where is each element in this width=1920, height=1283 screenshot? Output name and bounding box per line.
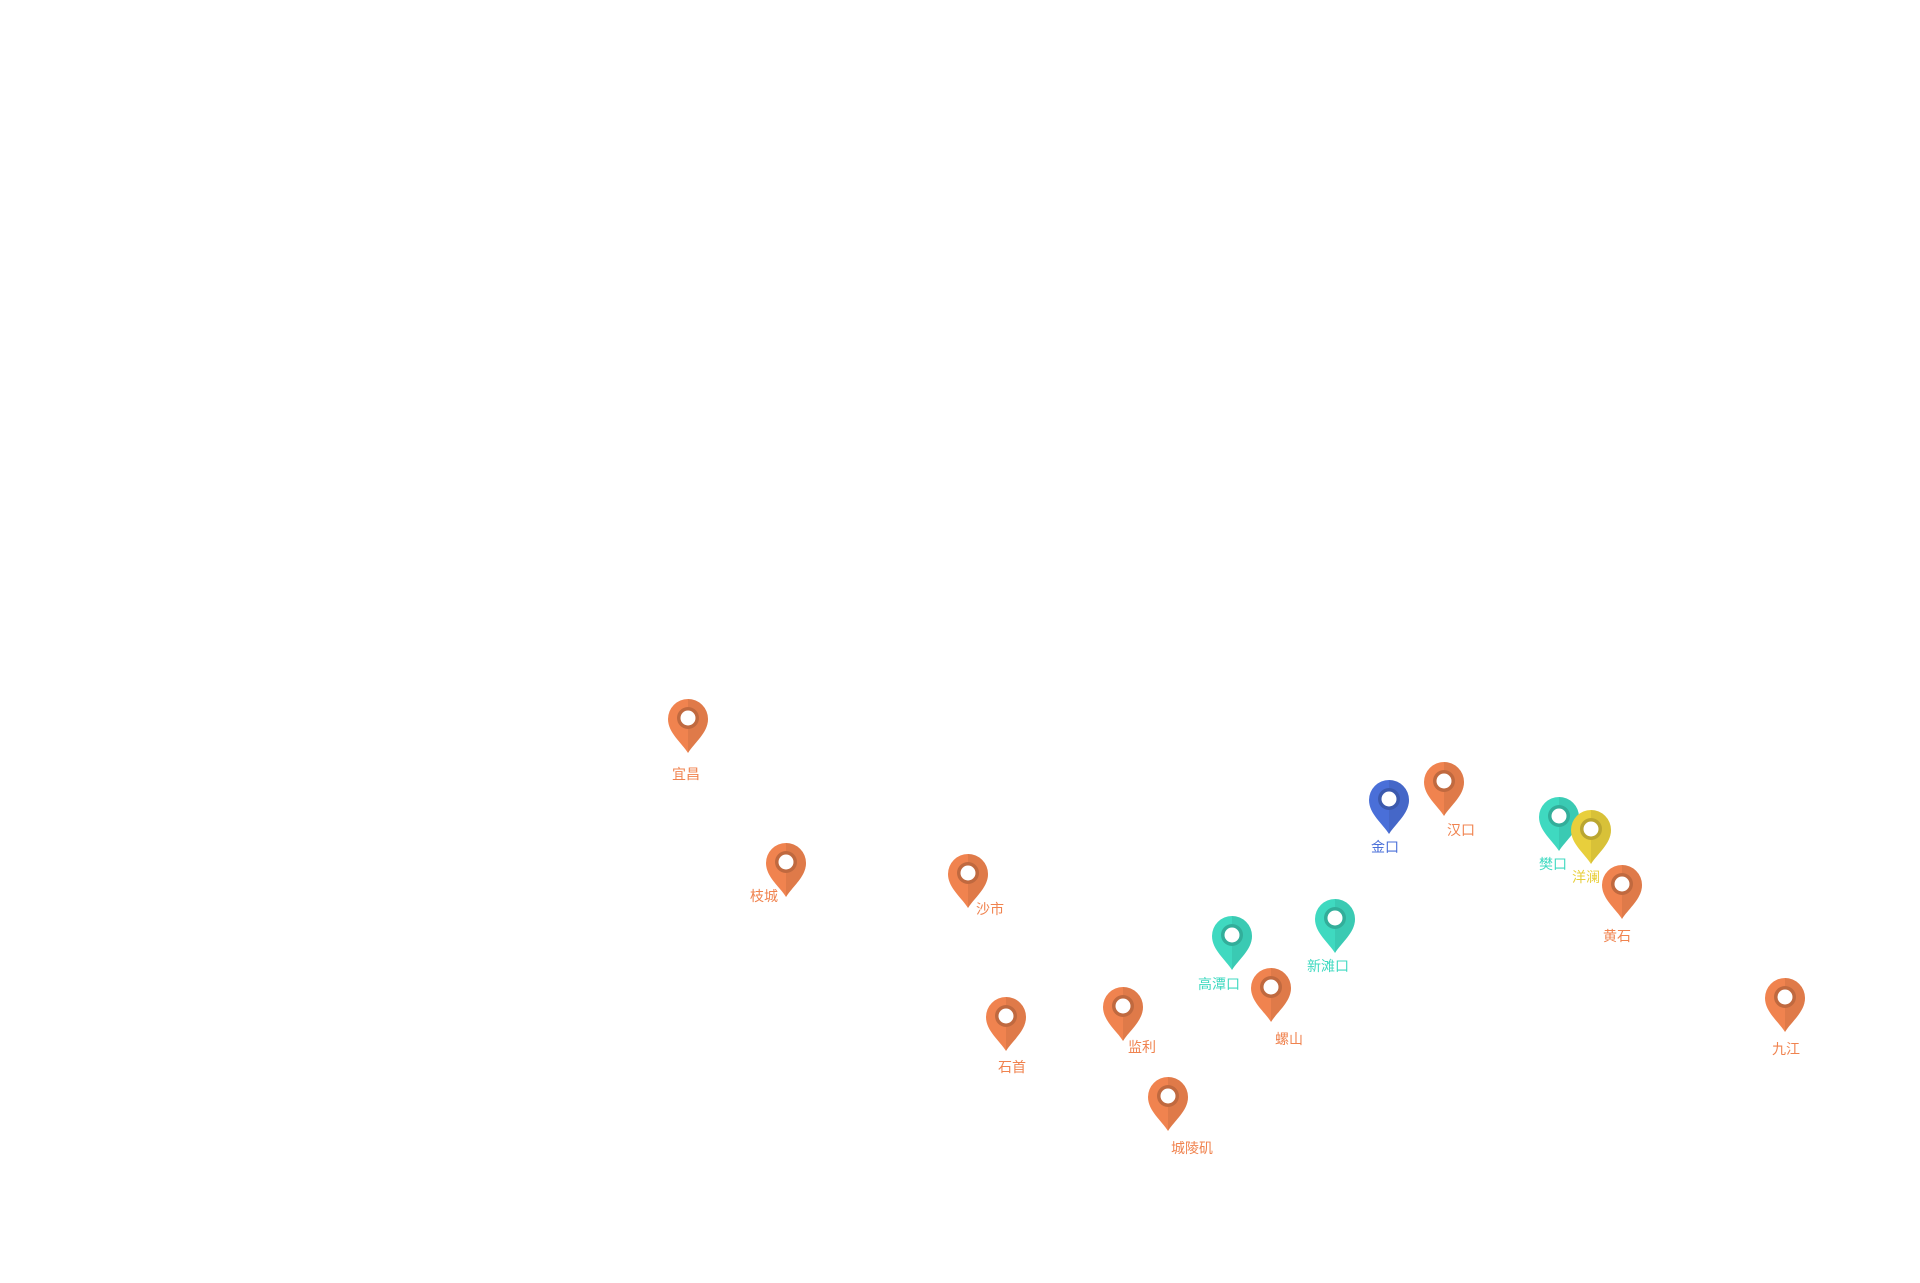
pin-hole <box>1263 979 1279 995</box>
map-pin-icon <box>1765 978 1805 1032</box>
map-pin-icon <box>1212 916 1252 970</box>
map-marker-jianli[interactable]: 监利 <box>1063 985 1183 1065</box>
map-pin-icon <box>1103 987 1143 1041</box>
map-pin-icon <box>1571 810 1611 864</box>
map-pin-icon <box>1369 780 1409 834</box>
map-pin-icon <box>1539 797 1579 851</box>
map-pin-icon <box>668 699 708 753</box>
pin-hole <box>960 865 976 881</box>
map-marker-jinkou[interactable]: 金口 <box>1329 778 1449 858</box>
map-marker-label: 石首 <box>998 1060 1026 1076</box>
map-marker-xintankou[interactable]: 新滩口 <box>1275 897 1395 977</box>
pin-hole <box>1327 910 1343 926</box>
map-pin-icon <box>1251 968 1291 1022</box>
map-marker-gaotankou[interactable]: 高潭口 <box>1172 914 1292 994</box>
pin-hole <box>1551 808 1567 824</box>
map-pin-icon <box>986 997 1026 1051</box>
map-marker-label: 枝城 <box>750 889 778 905</box>
map-marker-label: 九江 <box>1772 1042 1800 1058</box>
map-marker-label: 汉口 <box>1447 823 1475 839</box>
map-marker-shishou[interactable]: 石首 <box>946 995 1066 1076</box>
map-marker-jiujiang[interactable]: 九江 <box>1725 976 1845 1058</box>
map-marker-label: 沙市 <box>976 902 1004 918</box>
pin-hole <box>1583 821 1599 837</box>
map-marker-label: 樊口 <box>1539 857 1567 873</box>
map-marker-huangshi[interactable]: 黄石 <box>1562 863 1682 945</box>
map-marker-zhicheng[interactable]: 枝城 <box>726 841 846 921</box>
map-pin-icon <box>948 854 988 908</box>
map-marker-label: 新滩口 <box>1307 959 1349 975</box>
map-pin-icon <box>1424 762 1464 816</box>
map-marker-label: 城陵矶 <box>1171 1141 1213 1157</box>
map-marker-fankou[interactable]: 樊口 <box>1499 795 1619 875</box>
pin-hole <box>1777 989 1793 1005</box>
pin-hole <box>1381 791 1397 807</box>
map-marker-label: 金口 <box>1371 840 1399 856</box>
map-marker-label: 宜昌 <box>672 767 700 783</box>
map-marker-chenglingji[interactable]: 城陵矶 <box>1108 1075 1228 1157</box>
map-marker-label: 螺山 <box>1275 1032 1303 1048</box>
map-marker-shashi[interactable]: 沙市 <box>908 852 1028 932</box>
pin-hole <box>778 854 794 870</box>
map-pin-icon <box>766 843 806 897</box>
map-marker-label: 洋澜 <box>1572 870 1600 886</box>
map-pin-icon <box>1315 899 1355 953</box>
map-pin-icon <box>1602 865 1642 919</box>
map-marker-label: 监利 <box>1128 1040 1156 1056</box>
pin-hole <box>1224 927 1240 943</box>
pin-hole <box>680 710 696 726</box>
map-marker-label: 高潭口 <box>1198 977 1240 993</box>
pin-hole <box>1160 1088 1176 1104</box>
map-marker-yanglan[interactable]: 洋澜 <box>1531 808 1651 888</box>
map-marker-yichang[interactable]: 宜昌 <box>628 697 748 783</box>
map-pin-icon <box>1148 1077 1188 1131</box>
pin-hole <box>998 1008 1014 1024</box>
pin-hole <box>1436 773 1452 789</box>
map-marker-label: 黄石 <box>1603 929 1631 945</box>
pin-hole <box>1115 998 1131 1014</box>
pin-hole <box>1614 876 1630 892</box>
map-marker-hankou[interactable]: 汉口 <box>1384 760 1504 840</box>
map-marker-luoshan[interactable]: 螺山 <box>1211 966 1331 1048</box>
